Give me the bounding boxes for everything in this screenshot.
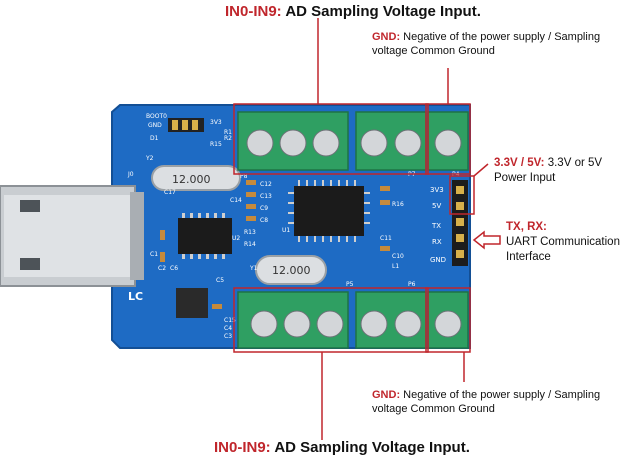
silk-c1: C1 (150, 251, 158, 258)
silk-r15: R15 (210, 141, 222, 148)
gnd-bottom-label: GND: Negative of the power supply / Samp… (372, 388, 634, 417)
silk-c9: C9 (260, 205, 268, 212)
silk-r1: R1 (224, 129, 232, 136)
silk-y1: Y1 (249, 265, 258, 272)
terminal-block-top-gnd (427, 111, 469, 171)
bottom-label-pins: IN0-IN9: (214, 439, 271, 456)
crystal-top (151, 165, 241, 191)
uart-label: TX, RX: UART Communication Interface (506, 220, 636, 265)
uart-arrow (472, 230, 501, 250)
crystal-top-label: 12.000 (172, 173, 211, 186)
silk-c12: C12 (260, 181, 272, 188)
gnd-bottom-tag: GND: (372, 389, 401, 401)
terminal-block-top-mid (355, 111, 427, 171)
usb-connector (0, 185, 144, 287)
bottom-label: IN0-IN9: AD Sampling Voltage Input. (214, 438, 470, 458)
silk-p8: P8 (240, 173, 248, 180)
callout-box-bottom (233, 287, 429, 353)
callout-box-top (233, 103, 429, 175)
silk-u1: U1 (282, 227, 290, 234)
pin-label-gnd: GND (430, 256, 446, 264)
pin-label-rx: RX (432, 238, 442, 246)
pin-header (452, 180, 468, 266)
silk-c4: C4 (224, 325, 232, 332)
silk-c5: C5 (216, 277, 224, 284)
silk-c17: C17 (164, 189, 176, 196)
top-label-desc: AD Sampling Voltage Input. (285, 3, 481, 20)
boot-jumper (168, 118, 204, 132)
silk-c15: C15 (224, 317, 236, 324)
uart-tag: TX, RX: (506, 221, 547, 233)
silk-l1: L1 (392, 263, 399, 270)
gnd-top-desc: Negative of the power supply / Sampling … (372, 31, 601, 58)
terminal-block-bottom-left (237, 291, 349, 349)
crystal-bottom (255, 255, 327, 285)
callout-box-gnd-bottom (425, 287, 471, 353)
power-label: 3.3V / 5V: 3.3V or 5V Power Input (494, 156, 634, 186)
top-label-pins: IN0-IN9: (225, 3, 282, 20)
silk-u2: U2 (232, 235, 240, 242)
chip-mcu (294, 186, 364, 236)
silk-p6: P6 (408, 281, 416, 288)
silk-r13: R13 (244, 229, 256, 236)
gnd-bottom-desc: Negative of the power supply / Sampling … (372, 389, 601, 416)
power-tag: 3.3V / 5V: (494, 157, 545, 169)
silk-y2: Y2 (145, 155, 154, 162)
bottom-label-desc: AD Sampling Voltage Input. (274, 439, 470, 456)
power-desc: 3.3V or 5V Power Input (494, 157, 603, 184)
silk-c8: C8 (260, 217, 268, 224)
brand-logo: LC (128, 290, 143, 303)
silk-c10: C10 (392, 253, 404, 260)
silk-gnd: GND (148, 122, 162, 129)
silk-boot0: BOOT0 (146, 113, 167, 120)
pin-label-tx: TX (431, 222, 441, 230)
silk-r2: R2 (224, 135, 232, 142)
chip-ch340 (178, 218, 232, 254)
crystal-bottom-label: 12.000 (272, 264, 311, 277)
silk-d1: D1 (150, 135, 159, 142)
top-label: IN0-IN9: AD Sampling Voltage Input. (225, 2, 481, 22)
silk-r14: R14 (244, 241, 256, 248)
silk-c13: C13 (260, 193, 272, 200)
silk-c11: C11 (380, 235, 392, 242)
silk-c3: C3 (224, 333, 232, 340)
uart-desc-line1: UART Communication (506, 235, 620, 248)
silk-j0: J0 (127, 171, 134, 178)
silk-c2: C2 (158, 265, 166, 272)
callout-box-power (449, 175, 475, 215)
pin-label-5v: 5V (432, 202, 441, 210)
silk-3v3: 3V3 (210, 119, 222, 126)
silk-c6: C6 (170, 265, 178, 272)
terminal-block-bottom-gnd (427, 291, 469, 349)
gnd-top-tag: GND: (372, 31, 401, 43)
regulator (176, 288, 208, 318)
terminal-block-top-left (237, 111, 349, 171)
pin-label-3v3: 3V3 (430, 186, 444, 194)
silk-p5: P5 (346, 281, 354, 288)
terminal-block-bottom-mid (355, 291, 427, 349)
silk-r16: R16 (392, 201, 404, 208)
uart-desc-line2: Interface (506, 250, 551, 263)
gnd-top-label: GND: Negative of the power supply / Samp… (372, 30, 634, 59)
silk-c14: C14 (230, 197, 242, 204)
